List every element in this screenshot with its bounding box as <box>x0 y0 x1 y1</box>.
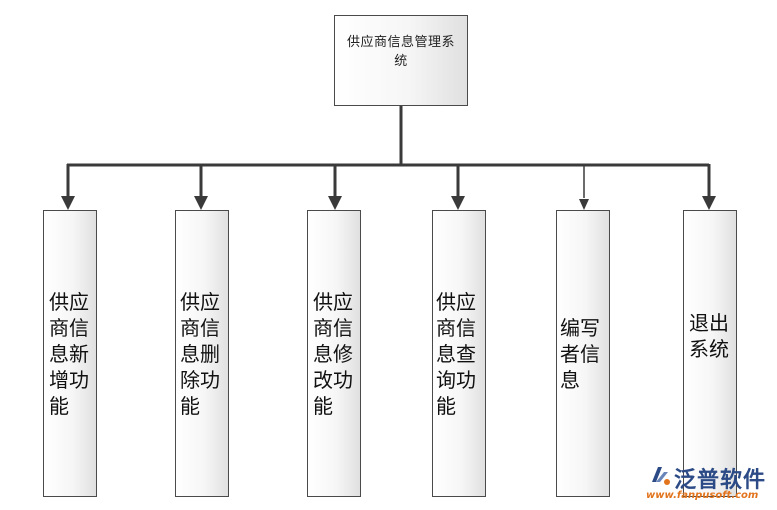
arrow-head-6 <box>702 196 716 210</box>
watermark-name: 泛普软件 <box>674 468 767 493</box>
child-node-label: 供应商信息查询功能 <box>436 289 476 418</box>
arrow-head-2 <box>194 196 208 210</box>
child-node-query: 供应商信息查询功能 <box>432 210 486 497</box>
root-node: 供应商信息管理系统 <box>334 15 468 106</box>
child-node-author: 编写者信息 <box>556 210 610 497</box>
fanpu-logo-icon <box>652 467 670 485</box>
child-node-label: 供应商信息新增功能 <box>49 289 89 418</box>
arrow-head-4 <box>451 196 465 210</box>
child-node-add: 供应商信息新增功能 <box>43 210 97 497</box>
child-node-label: 供应商信息删除功能 <box>180 289 220 418</box>
child-node-exit: 退出系统 <box>683 210 737 497</box>
arrow-head-5 <box>579 199 589 210</box>
arrow-head-1 <box>61 196 75 210</box>
root-node-label: 供应商信息管理系统 <box>346 35 455 69</box>
child-node-modify: 供应商信息修改功能 <box>307 210 361 497</box>
child-node-delete: 供应商信息删除功能 <box>175 210 229 497</box>
child-node-label: 供应商信息修改功能 <box>313 289 353 418</box>
watermark-logo: 泛普软件 www.fanpusoft.com <box>646 462 772 504</box>
child-node-label: 编写者信息 <box>560 315 600 392</box>
arrow-head-3 <box>328 196 342 210</box>
watermark-url: www.fanpusoft.com <box>646 490 759 501</box>
child-node-label: 退出系统 <box>689 310 729 361</box>
